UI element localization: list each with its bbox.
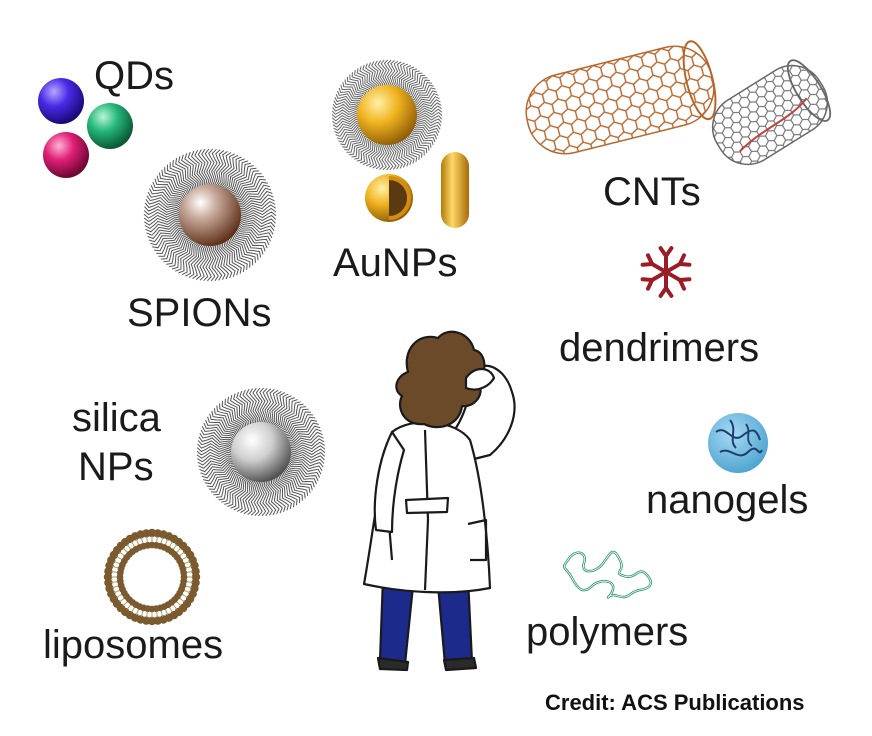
aunp-rod (441, 152, 469, 228)
quantum-dots (38, 78, 133, 178)
credit-caption: Credit: ACS Publications (545, 690, 805, 715)
spion-core (179, 184, 241, 246)
cnt-gray-tube (711, 59, 832, 166)
label-liposomes: liposomes (43, 623, 224, 667)
dendrimer-structure (640, 246, 692, 298)
label-polymers: polymers (526, 610, 689, 654)
qd-magenta-sphere (43, 132, 89, 178)
liposome-vesicle (103, 528, 201, 626)
label-silica-line1: silica (72, 396, 161, 440)
aunp-shell (365, 174, 413, 222)
label-dendrimers: dendrimers (559, 326, 760, 370)
label-aunps: AuNPs (333, 241, 458, 285)
qd-green-sphere (87, 103, 133, 149)
cnt-orange-tube (525, 40, 717, 155)
label-qds: QDs (94, 54, 174, 98)
label-nanogels: nanogels (646, 478, 809, 522)
scientist-figure (362, 330, 516, 672)
spion-particle (143, 148, 277, 282)
polymer-chain (562, 550, 653, 599)
aunp-sphere (357, 85, 417, 145)
nanogel-particle (708, 413, 768, 473)
gold-nanoparticles (331, 59, 469, 228)
carbon-nanotubes (525, 40, 832, 166)
label-spions: SPIONs (127, 291, 272, 335)
label-cnts: CNTs (603, 170, 701, 214)
qd-purple-sphere (38, 78, 84, 124)
scientist-hair (395, 330, 486, 429)
label-silica-line2: NPs (78, 445, 154, 489)
silica-nanoparticle (196, 387, 326, 517)
silica-core (231, 422, 291, 482)
